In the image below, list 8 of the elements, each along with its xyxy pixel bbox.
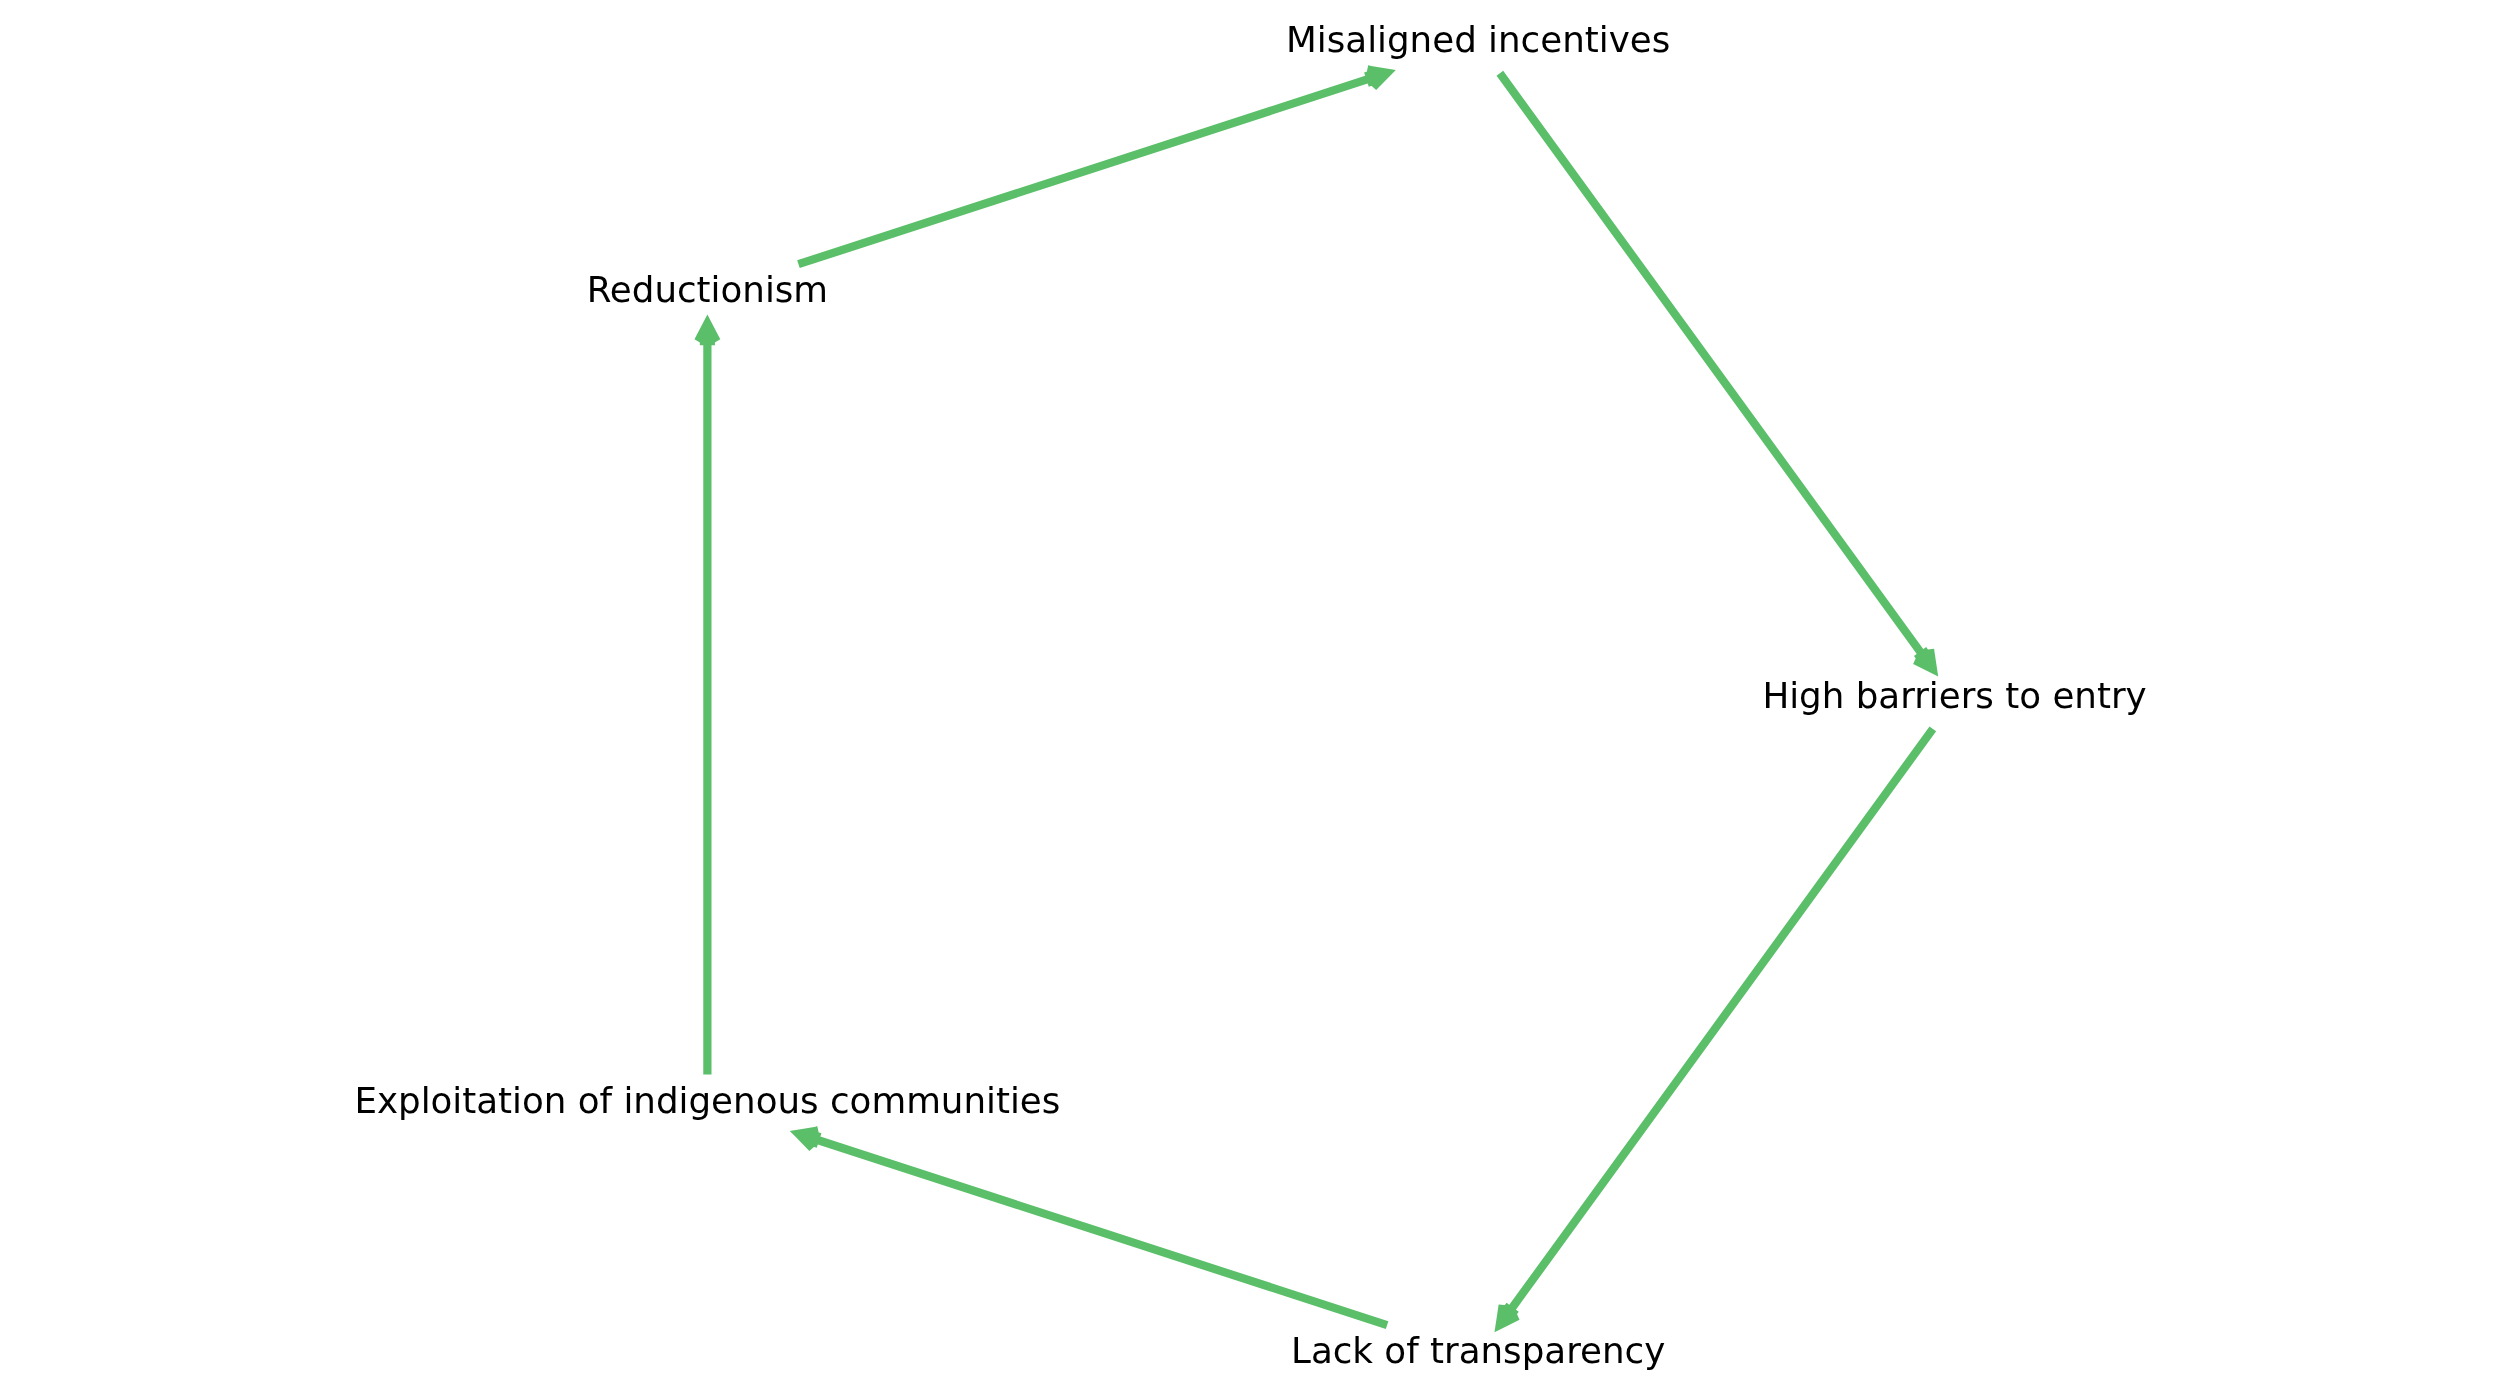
arrow [797,65,1393,269]
arrow [1496,70,1938,674]
node-text: High barriers to entry [1762,674,2147,716]
node-text: Misaligned incentives [1286,18,1671,60]
node-text: Reductionism [586,269,829,311]
node-text: Lack of transparency [1291,1330,1666,1372]
node-text: Exploitation of indigenous communities [354,1079,1061,1121]
arrow [1495,726,1937,1330]
